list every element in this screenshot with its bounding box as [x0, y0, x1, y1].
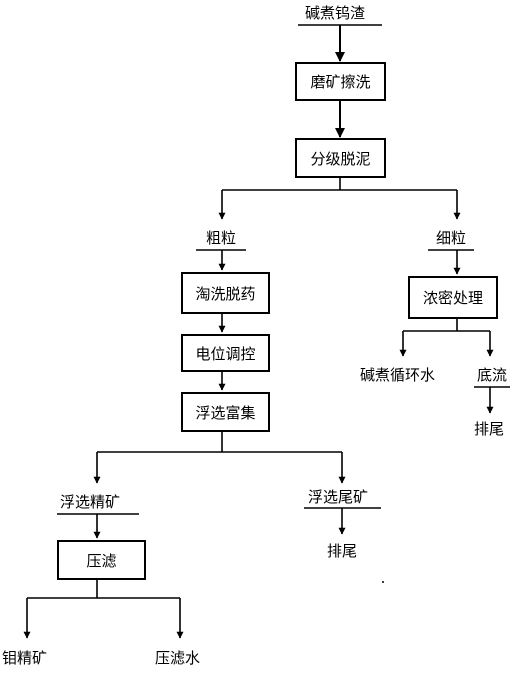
potential-box: 电位调控	[181, 334, 270, 372]
filter-box: 压滤	[57, 540, 146, 580]
mo-concentrate-label: 钼精矿	[2, 649, 48, 667]
tailings-label: 浮选尾矿	[308, 488, 369, 506]
classification-box: 分级脱泥	[295, 138, 386, 178]
underflow-discharge-label: 排尾	[474, 420, 505, 438]
thickening-box: 浓密处理	[408, 276, 498, 319]
coarse-label: 粗粒	[206, 229, 237, 247]
underflow-label: 底流	[477, 366, 508, 384]
flotation-box: 浮选富集	[181, 392, 270, 432]
input-label: 碱煮钨渣	[305, 4, 366, 22]
fine-label: 细粒	[436, 229, 467, 247]
stray-dot	[382, 581, 384, 583]
tailings-discharge-label: 排尾	[327, 542, 358, 560]
concentrate-label: 浮选精矿	[60, 493, 121, 511]
recycle-water-label: 碱煮循环水	[360, 366, 436, 384]
washing-box: 淘洗脱药	[181, 272, 270, 314]
grinding-box: 磨矿擦洗	[295, 62, 386, 101]
filtrate-label: 压滤水	[155, 649, 201, 667]
